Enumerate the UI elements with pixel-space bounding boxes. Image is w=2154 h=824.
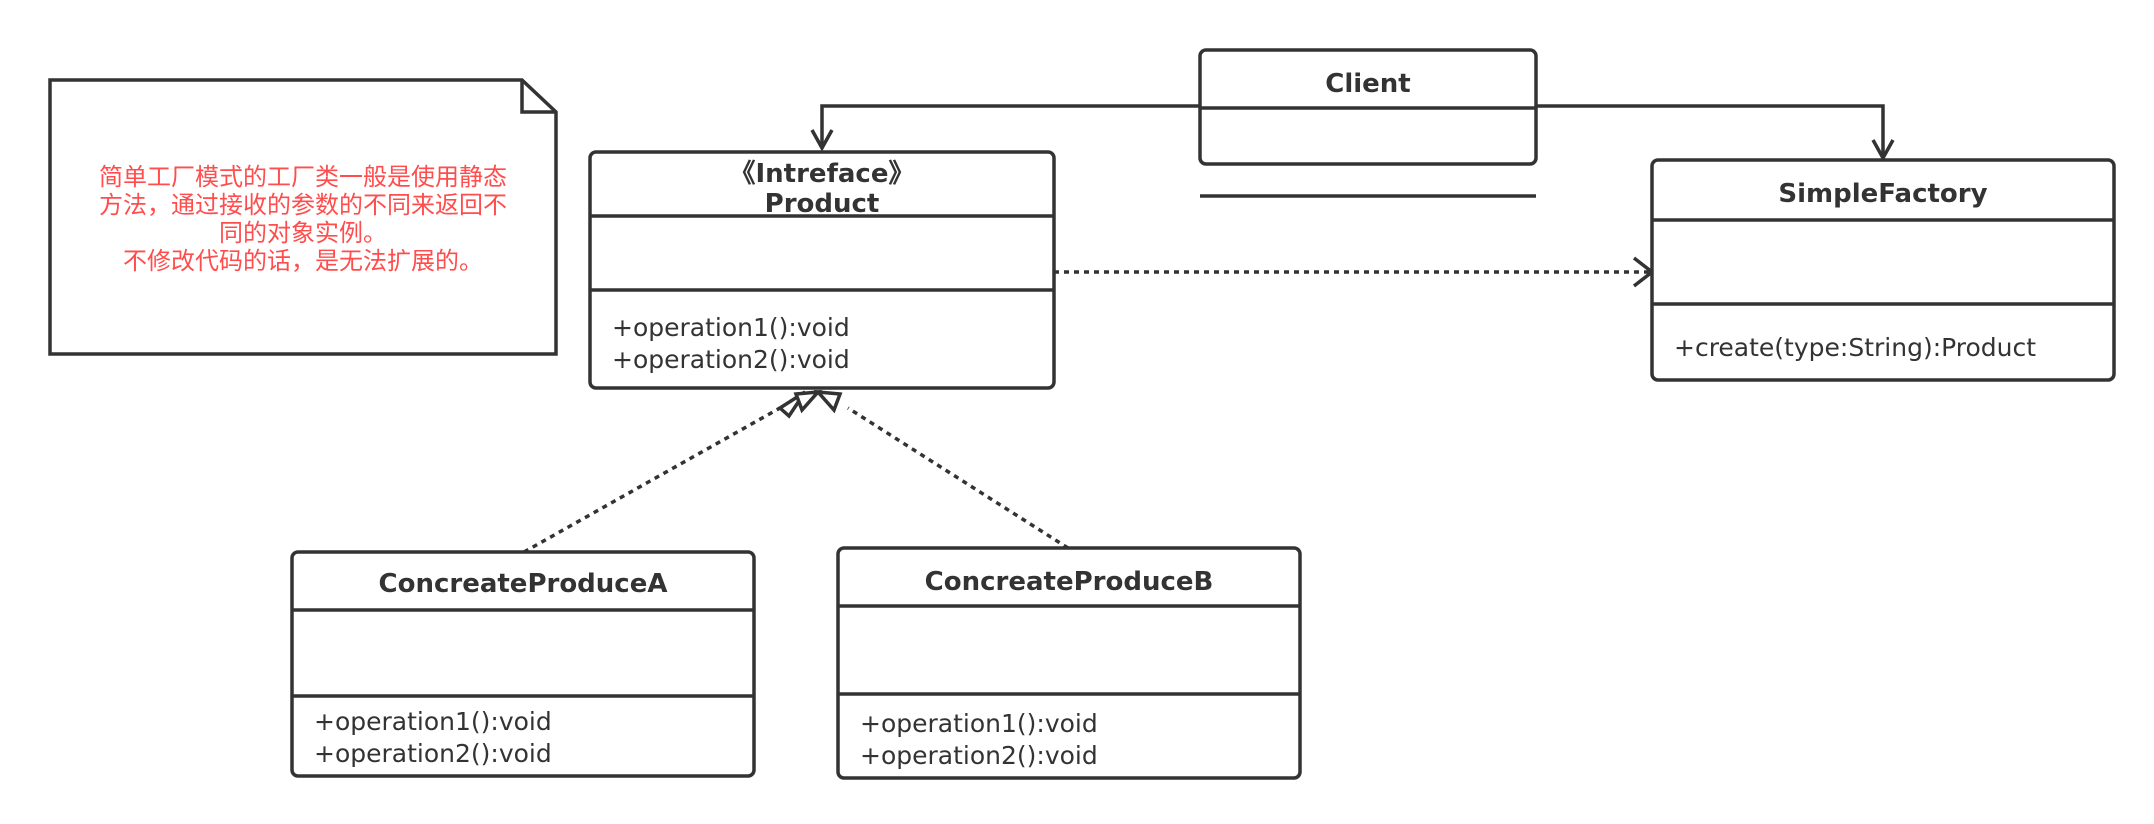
- class-product-method-2: +operation2():void: [612, 345, 850, 374]
- edge-concrete-a-realizes-product: [523, 389, 823, 554]
- edge-concrete-b-realizes-product: [813, 389, 1069, 550]
- class-concrete-a-method-2: +operation2():void: [314, 739, 552, 768]
- class-product-method-1: +operation1():void: [612, 313, 850, 342]
- class-simplefactory[interactable]: SimpleFactory +create(type:String):Produ…: [1650, 158, 2116, 382]
- edge-client-to-product: [810, 104, 1200, 152]
- edge-product-to-simplefactory: [1054, 256, 1655, 288]
- note: 简单工厂模式的工厂类一般是使用静态 方法，通过接收的参数的不同来返回不 同的对象…: [48, 78, 558, 356]
- note-line-3: 同的对象实例。: [219, 219, 387, 247]
- note-line-4: 不修改代码的话，是无法扩展的。: [123, 247, 483, 275]
- class-concrete-b-name: ConcreateProduceB: [925, 567, 1214, 597]
- edge-client-to-simplefactory: [1536, 104, 1895, 162]
- class-concrete-a[interactable]: ConcreateProduceA +operation1():void +op…: [290, 550, 756, 778]
- class-concrete-b-method-1: +operation1():void: [860, 709, 1098, 738]
- class-concrete-a-method-1: +operation1():void: [314, 707, 552, 736]
- class-concrete-b-method-2: +operation2():void: [860, 741, 1098, 770]
- class-simplefactory-method-1: +create(type:String):Product: [1674, 333, 2036, 362]
- class-client-name: Client: [1325, 69, 1410, 99]
- class-client[interactable]: Client: [1198, 48, 1538, 166]
- class-concrete-a-name: ConcreateProduceA: [379, 569, 668, 599]
- class-simplefactory-name: SimpleFactory: [1778, 179, 1987, 209]
- class-product[interactable]: 《Intreface》 Product +operation1():void +…: [588, 150, 1056, 390]
- class-concrete-b[interactable]: ConcreateProduceB +operation1():void +op…: [836, 546, 1302, 780]
- class-product-name: Product: [765, 189, 880, 219]
- note-line-1: 简单工厂模式的工厂类一般是使用静态: [99, 163, 507, 191]
- class-product-stereotype: 《Intreface》: [730, 159, 915, 189]
- note-line-2: 方法，通过接收的参数的不同来返回不: [99, 191, 507, 219]
